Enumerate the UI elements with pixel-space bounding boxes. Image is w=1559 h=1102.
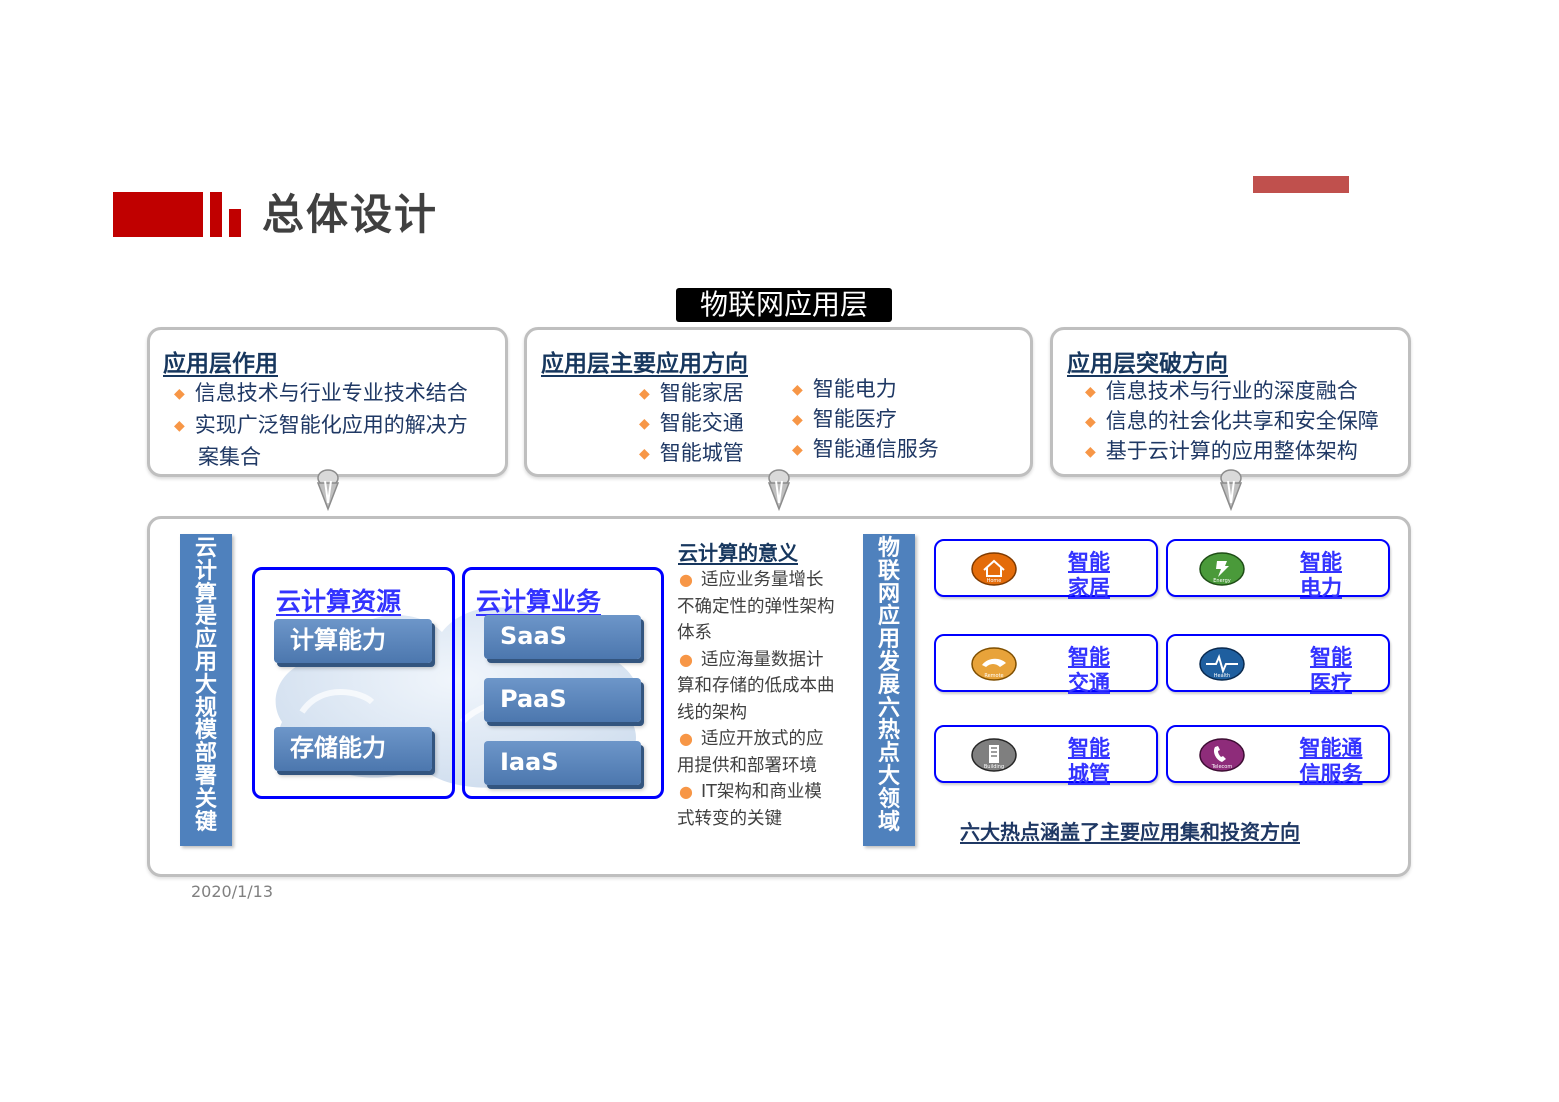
icon-caption: Building [984, 764, 1004, 770]
vertical-label-char: 大 [877, 763, 900, 789]
hotspot-tile-health: Health 智能 医疗 [1166, 634, 1390, 695]
icon-caption: Remote [984, 673, 1003, 679]
icon-caption: Energy [1213, 578, 1231, 584]
title-marker-bar-short [229, 209, 241, 237]
vertical-label-char: 物 [877, 536, 900, 561]
title-marker-bar [210, 192, 222, 237]
vertical-label-char: 联 [877, 558, 900, 584]
vertical-label-char: 六 [877, 695, 900, 721]
storage-capability-block: 存储能力 [274, 727, 432, 771]
slide-date: 2020/1/13 [191, 882, 274, 901]
cloud-meaning-title: 云计算的意义 [678, 541, 798, 565]
vertical-label-char: 键 [194, 809, 217, 835]
tile-label: 智能通 信服务 [1299, 736, 1363, 786]
vertical-label-char: 用 [194, 649, 217, 675]
vertical-label-char: 用 [877, 627, 900, 653]
list-item: ◆智能家居 [639, 381, 744, 405]
vertical-label-char: 算 [194, 581, 217, 607]
breakthrough-box-title: 应用层突破方向 [1067, 351, 1228, 377]
vertical-label-char: 计 [194, 558, 217, 584]
vertical-label-char: 热 [877, 718, 900, 744]
cloud-resources-title: 云计算资源 [276, 587, 402, 616]
tile-label: 智能 家居 [1068, 550, 1110, 600]
vertical-label-char: 域 [877, 809, 900, 835]
list-item: ◆信息技术与行业专业技术结合 [174, 381, 468, 405]
vertical-label-char: 规 [194, 695, 217, 721]
vertical-label-char: 是 [194, 604, 217, 630]
telecom-icon: Telecom [1199, 738, 1245, 772]
energy-icon: Energy [1199, 552, 1245, 586]
vertical-label-char: 署 [194, 763, 217, 789]
vertical-label-char: 领 [877, 786, 900, 812]
vertical-label-char: 云 [194, 536, 217, 561]
list-item: ◆实现广泛智能化应用的解决方 [174, 413, 468, 437]
iaas-block: IaaS [484, 741, 641, 785]
hotspot-tile-home: Home 智能 家居 [934, 539, 1158, 600]
hotspot-tile-telecom: Telecom 智能通 信服务 [1166, 725, 1390, 786]
hotspot-tile-traffic: Remote 智能 交通 [934, 634, 1158, 695]
vertical-label-char: 部 [194, 741, 217, 767]
tile-label: 智能 城管 [1068, 736, 1110, 786]
hotspot-tile-energy: Energy 智能 电力 [1166, 539, 1390, 600]
list-item: ◆智能通信服务 [792, 437, 939, 461]
page-title: 总体设计 [262, 190, 439, 239]
cloud-business-frame [462, 567, 664, 799]
list-item: ◆信息技术与行业的深度融合 [1085, 379, 1358, 403]
vertical-label-char: 展 [877, 672, 900, 698]
title-marker-block [113, 192, 203, 237]
vertical-label-char: 点 [877, 741, 900, 767]
vertical-label-char: 模 [194, 718, 217, 744]
vertical-label-char: 大 [194, 672, 217, 698]
saas-block: SaaS [484, 615, 641, 659]
list-item: ◆智能医疗 [792, 407, 897, 431]
vertical-label-char: 关 [194, 786, 217, 812]
directions-box-title: 应用层主要应用方向 [541, 351, 748, 377]
list-item: ◆智能交通 [639, 411, 744, 435]
connector-arrow-icon [1219, 469, 1243, 511]
vertical-label-char: 应 [194, 627, 217, 653]
role-box-title: 应用层作用 [163, 351, 278, 377]
hotspots-vertical-label: 物联网应用发展六热点大领域 [863, 534, 915, 846]
breakthrough-box: 应用层突破方向 ◆信息技术与行业的深度融合 ◆信息的社会化共享和安全保障 ◆基于… [1050, 327, 1411, 477]
connector-arrow-icon [767, 469, 791, 511]
vertical-label-char: 发 [877, 649, 900, 675]
cloud-resources-frame [252, 567, 455, 799]
list-item: ◆智能电力 [792, 377, 897, 401]
icon-caption: Telecom [1211, 764, 1233, 770]
icon-caption: Health [1214, 673, 1230, 679]
list-item-continuation: 案集合 [198, 445, 261, 469]
cloud-meaning-list: ●适应业务量增长不确定性的弹性架构体系 ●适应海量数据计算和存储的低成本曲线的架… [677, 567, 837, 832]
hotspots-caption: 六大热点涵盖了主要应用集和投资方向 [960, 820, 1300, 844]
home-icon: Home [971, 552, 1017, 586]
tile-label: 智能 交通 [1068, 645, 1110, 695]
list-item: ◆基于云计算的应用整体架构 [1085, 439, 1358, 463]
list-item: ●IT架构和商业模式转变的关键 [677, 782, 822, 829]
vertical-label-char: 应 [877, 604, 900, 630]
list-item: ●适应业务量增长不确定性的弹性架构体系 [677, 570, 835, 643]
tile-label: 智能 电力 [1300, 550, 1342, 600]
list-item: ●适应开放式的应用提供和部署环境 [677, 729, 824, 776]
paas-block: PaaS [484, 678, 641, 722]
layer-label: 物联网应用层 [676, 288, 892, 322]
building-icon: Building [971, 738, 1017, 772]
icon-caption: Home [987, 578, 1002, 584]
cloud-vertical-label: 云计算是应用大规模部署关键 [180, 534, 232, 846]
health-icon: Health [1199, 647, 1245, 681]
list-item: ●适应海量数据计算和存储的低成本曲线的架构 [677, 649, 835, 723]
list-item: ◆智能城管 [639, 441, 744, 465]
hotspot-tile-city: Building 智能 城管 [934, 725, 1158, 786]
directions-box: 应用层主要应用方向 ◆智能家居 ◆智能交通 ◆智能城管 ◆智能电力 ◆智能医疗 … [524, 327, 1033, 477]
remote-icon: Remote [971, 647, 1017, 681]
accent-rectangle [1253, 176, 1349, 193]
vertical-label-char: 网 [877, 581, 900, 607]
connector-arrow-icon [316, 469, 340, 511]
compute-capability-block: 计算能力 [274, 619, 432, 663]
role-box: 应用层作用 ◆信息技术与行业专业技术结合 ◆实现广泛智能化应用的解决方 案集合 [147, 327, 508, 477]
tile-label: 智能 医疗 [1310, 645, 1352, 695]
list-item: ◆信息的社会化共享和安全保障 [1085, 409, 1379, 433]
cloud-business-title: 云计算业务 [476, 587, 602, 616]
